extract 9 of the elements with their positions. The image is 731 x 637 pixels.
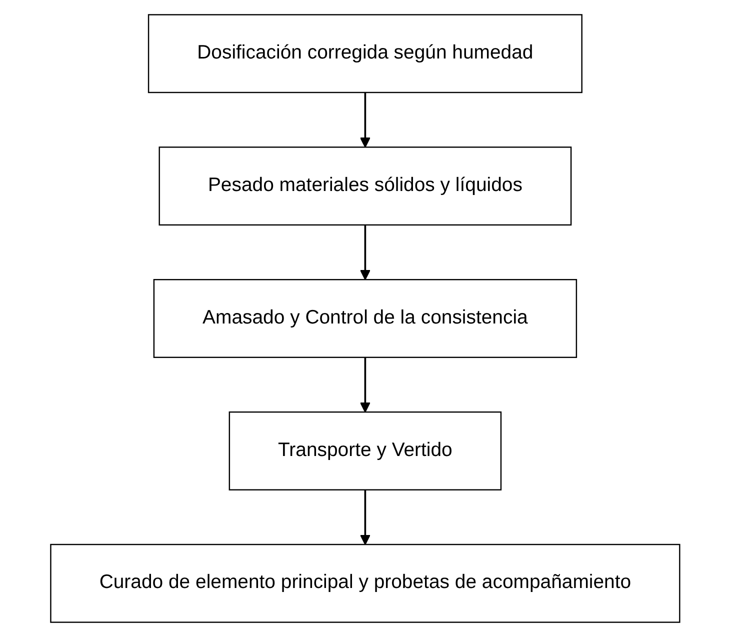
node-box: Dosificación corregida según humedad [148, 14, 583, 94]
arrow [360, 490, 371, 545]
node-box: Amasado y Control de la consistencia [154, 279, 578, 358]
node-box: Curado de elemento principal y probetas de acompañamiento [50, 544, 681, 623]
node-box: Transporte y Vertido [229, 411, 502, 490]
arrow [360, 357, 371, 413]
arrow [360, 224, 371, 280]
arrow [360, 92, 371, 148]
node-box: Pesado materiales sólidos y líquidos [159, 146, 572, 226]
